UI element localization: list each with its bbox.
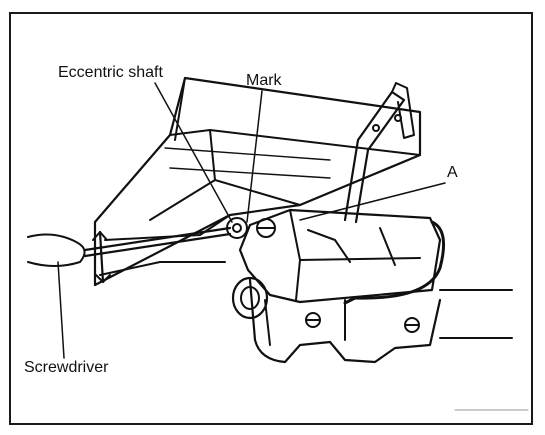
housing [93,76,422,287]
lever-arm [343,82,415,224]
label-mark: Mark [246,72,282,89]
screwdriver [27,226,232,284]
diagram-frame [9,12,533,425]
eccentric-shaft-bolt [226,217,276,239]
label-screwdriver: Screwdriver [24,359,109,376]
leader-lines [57,82,446,359]
caliper-body [238,208,513,364]
label-eccentric-shaft: Eccentric shaft [58,64,163,81]
plug-cap [231,276,269,320]
label-a: A [447,164,458,181]
